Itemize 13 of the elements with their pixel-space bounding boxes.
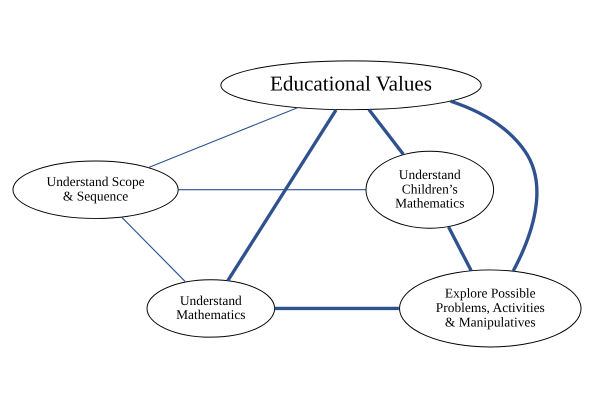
connector — [148, 107, 298, 168]
connector — [121, 216, 186, 283]
node-ellipse: Understand Mathematics — [146, 279, 276, 338]
connector — [178, 189, 366, 190]
connector — [226, 109, 338, 282]
node-ellipse: Educational Values — [220, 60, 482, 110]
node-ellipse: Understand Scope & Sequence — [12, 160, 179, 219]
node-ellipse: Understand Children’s Mathematics — [366, 150, 494, 229]
connector — [368, 108, 405, 156]
node-ellipse: Explore Possible Problems, Activities & Manipulatives — [399, 269, 582, 348]
connector — [274, 306, 399, 310]
connector — [450, 100, 539, 272]
connector — [447, 226, 473, 272]
